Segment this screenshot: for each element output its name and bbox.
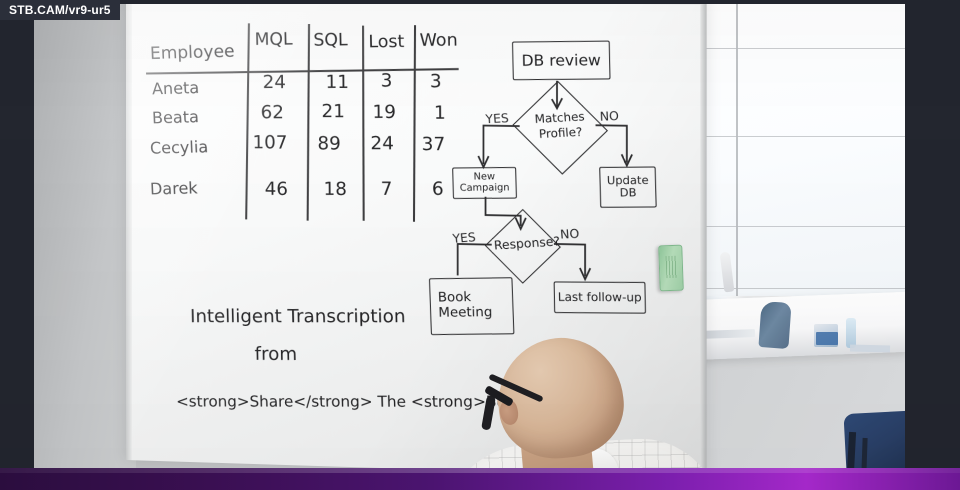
table-cell-employee: Cecylia <box>149 137 209 158</box>
table-col-divider <box>412 25 416 222</box>
window-mullion <box>736 0 738 296</box>
flow-label-no-2: NO <box>559 226 580 242</box>
table-cell-employee: Aneta <box>151 78 200 99</box>
flow-label-yes-1: YES <box>485 110 510 127</box>
bottom-bar-highlight <box>0 468 960 473</box>
table-cell-employee: Beata <box>151 107 200 128</box>
table-header-employee: Employee <box>149 41 236 65</box>
table-cell-lost: 3 <box>380 70 393 92</box>
transcript-line-1: Intelligent Transcription <box>189 306 406 328</box>
table-header-lost: Lost <box>368 31 405 53</box>
window-blind-slat <box>700 288 906 290</box>
table-cell-sql: 11 <box>325 71 350 94</box>
table-cell-mql: 24 <box>262 71 287 94</box>
flow-box-new-campaign: New Campaign <box>452 166 517 199</box>
table-cell-sql: 21 <box>321 100 345 123</box>
sill-misc-item <box>849 344 891 353</box>
flow-box-book-meeting-line2: Meeting <box>438 304 493 321</box>
table-cell-sql: 89 <box>317 133 341 155</box>
table-cell-mql: 46 <box>264 178 289 200</box>
camera-id-badge: STB.CAM/vr9-ur5 <box>0 0 120 20</box>
window-blind-slat <box>700 48 906 50</box>
bottom-accent-bar <box>0 468 960 490</box>
flow-box-db-review: DB review <box>512 40 611 81</box>
flow-decision-matches-profile-label: Matches Profile? <box>520 108 601 143</box>
letterbox-left <box>0 0 34 470</box>
table-col-divider <box>361 25 365 221</box>
flow-box-book-meeting: Book Meeting <box>428 277 515 336</box>
table-col-divider <box>245 23 250 220</box>
sill-box-label <box>816 332 838 345</box>
flow-box-db-review-label: DB review <box>521 50 602 70</box>
table-cell-sql: 18 <box>323 178 348 201</box>
whiteboard-eraser <box>658 244 684 292</box>
table-cell-mql: 107 <box>252 132 288 154</box>
table-col-divider <box>306 23 310 221</box>
sill-bag <box>758 301 792 349</box>
window-blind-slat <box>700 226 906 228</box>
letterbox-top <box>0 0 960 4</box>
eraser-texture <box>665 255 678 279</box>
office-window <box>700 0 906 296</box>
table-cell-lost: 7 <box>380 178 393 201</box>
table-cell-lost: 24 <box>370 133 395 155</box>
table-header-sql: SQL <box>313 30 348 51</box>
flow-box-update-db: Update DB <box>599 166 657 208</box>
flow-label-yes-2: YES <box>451 229 477 247</box>
table-cell-employee: Darek <box>149 178 199 199</box>
whiteboard-frame-left <box>126 0 132 461</box>
flow-box-update-db-line2: DB <box>619 186 637 200</box>
flow-label-no-1: NO <box>599 108 620 124</box>
whiteboard-frame-right <box>700 0 707 479</box>
table-header-mql: MQL <box>254 29 293 50</box>
sill-bottle <box>846 318 856 348</box>
transcript-line-2: from <box>254 343 298 366</box>
flow-box-last-follow-up: Last follow-up <box>553 281 646 314</box>
flow-box-new-campaign-line2: Campaign <box>459 181 510 194</box>
window-blind-slat <box>700 136 906 138</box>
table-cell-lost: 19 <box>372 101 397 124</box>
table-header-rule <box>146 68 459 75</box>
letterbox-right <box>905 0 960 470</box>
room-wall-left <box>34 0 136 470</box>
handwritten-flowchart: DB review Matches Profile? YES NO New Ca… <box>422 25 682 336</box>
table-cell-mql: 62 <box>260 102 284 124</box>
